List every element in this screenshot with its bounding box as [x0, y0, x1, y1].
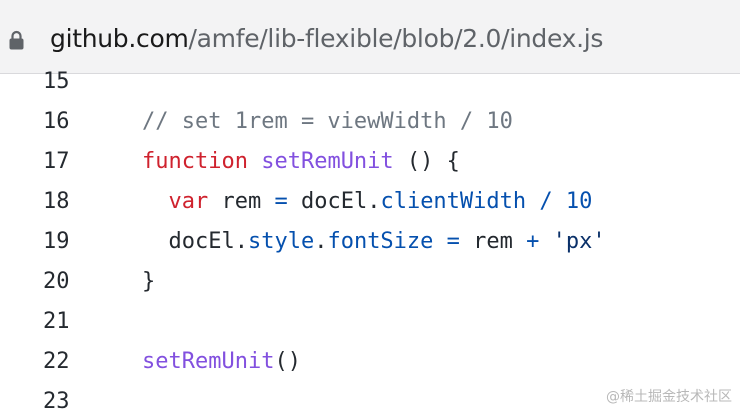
code-token: 10: [565, 189, 593, 214]
code-line: 20}: [0, 262, 740, 302]
code-token: /: [539, 189, 553, 214]
address-bar[interactable]: github.com/amfe/lib-flexible/blob/2.0/in…: [0, 0, 740, 74]
code-token: () {: [393, 149, 460, 174]
code-token: clientWidth: [380, 189, 527, 214]
lock-icon[interactable]: [9, 30, 24, 50]
code-text: // set 1rem = viewWidth / 10: [142, 102, 513, 142]
code-line: 23: [0, 382, 740, 416]
line-number[interactable]: 23: [43, 389, 70, 414]
code-token: .: [314, 229, 328, 254]
code-token: [553, 189, 566, 214]
code-token: style: [247, 229, 315, 254]
url-host: github.com: [50, 24, 189, 53]
code-token: +: [526, 229, 540, 254]
code-token: [526, 189, 539, 214]
code-token: =: [446, 229, 460, 254]
code-token: var: [168, 189, 209, 214]
code-text: }: [142, 262, 155, 302]
code-line: 19 docEl.style.fontSize = rem + 'px': [0, 222, 740, 262]
line-number[interactable]: 21: [43, 309, 70, 334]
code-token: // set 1rem = viewWidth / 10: [142, 109, 513, 134]
code-token: function: [142, 149, 248, 174]
line-number[interactable]: 20: [43, 269, 70, 294]
code-text: setRemUnit(): [142, 342, 301, 382]
code-token: [433, 229, 446, 254]
url-text[interactable]: github.com/amfe/lib-flexible/blob/2.0/in…: [50, 22, 603, 56]
code-text: var rem = docEl.clientWidth / 10: [142, 182, 593, 222]
code-line: 17 function setRemUnit () {: [0, 142, 740, 182]
code-token: =: [274, 189, 288, 214]
code-token: }: [142, 269, 156, 294]
code-token: fontSize: [327, 229, 434, 254]
watermark: @稀土掘金技术社区: [606, 389, 732, 405]
code-token: [539, 229, 552, 254]
code-view: 15 16 // set 1rem = viewWidth / 10 17 functi…: [0, 60, 740, 416]
line-number[interactable]: 18: [43, 189, 70, 214]
code-token: setRemUnit: [142, 349, 275, 374]
code-token: docEl.: [142, 229, 248, 254]
line-number[interactable]: 16: [43, 109, 70, 134]
code-token: (): [274, 349, 301, 374]
code-line: 18 var rem = docEl.clientWidth / 10: [0, 182, 740, 222]
url-path: /amfe/lib-flexible/blob/2.0/index.js: [188, 24, 604, 53]
code-line: 16 // set 1rem = viewWidth / 10: [0, 102, 740, 142]
code-text: docEl.style.fontSize = rem + 'px': [142, 222, 606, 262]
code-token: rem: [208, 189, 275, 214]
code-line: 22 setRemUnit(): [0, 342, 740, 382]
code-token: setRemUnit: [261, 149, 394, 174]
code-text: function setRemUnit () {: [142, 142, 460, 182]
code-line: 15: [0, 62, 740, 102]
code-token: docEl.: [287, 189, 381, 214]
line-number[interactable]: 17: [43, 149, 70, 174]
code-token: rem: [459, 229, 527, 254]
code-token: [248, 149, 261, 174]
code-token: 'px': [552, 229, 606, 254]
code-token: [142, 189, 169, 214]
code-line: 21: [0, 302, 740, 342]
line-number[interactable]: 15: [43, 69, 70, 94]
line-number[interactable]: 22: [43, 349, 70, 374]
line-number[interactable]: 19: [43, 229, 70, 254]
